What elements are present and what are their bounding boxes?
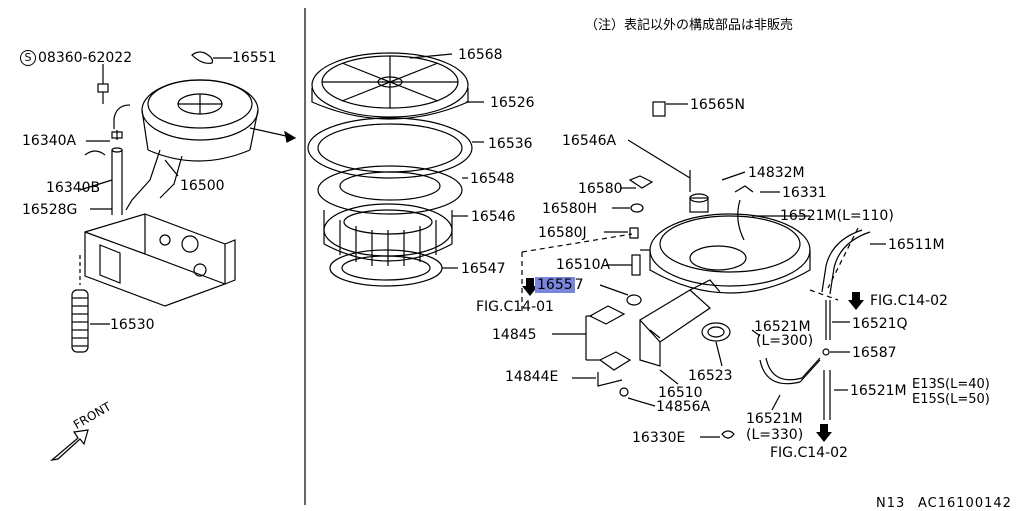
intake-tube — [639, 279, 721, 385]
label-16528G: 16528G — [22, 202, 78, 218]
note-text: （注）表記以外の構成部品は非販売 — [585, 18, 794, 33]
hose-16530 — [71, 255, 110, 353]
hose-16340 — [84, 130, 123, 215]
label-16580J: 16580J — [538, 225, 587, 241]
bolt-drawing — [97, 64, 109, 104]
label-16340B: 16340B — [46, 180, 101, 196]
label-l300: (L=300) — [756, 333, 814, 349]
label-16526: 16526 — [490, 95, 535, 111]
label-bolt-code: 08360-62022 — [38, 50, 133, 66]
label-16568: 16568 — [458, 47, 503, 63]
label-16511M: 16511M — [888, 237, 945, 253]
label-e13s: E13S(L=40) — [912, 377, 990, 392]
engine-block — [84, 213, 236, 307]
label-16521M-300: 16521M — [754, 319, 811, 335]
label-16536: 16536 — [488, 136, 533, 152]
label-16530: 16530 — [110, 317, 155, 333]
label-e15s: E15S(L=50) — [912, 392, 990, 407]
label-16557-tail: 7 — [574, 277, 584, 293]
label-16547: 16547 — [461, 261, 506, 277]
brackets-14845 — [552, 305, 632, 387]
label-16500: 16500 — [180, 178, 225, 194]
label-16510A: 16510A — [556, 257, 611, 273]
clip-16551-drawing — [191, 51, 232, 64]
label-fig-c14-02-bottom: FIG.C14-02 — [770, 445, 848, 461]
label-16548: 16548 — [470, 171, 515, 187]
filter-stack — [307, 52, 473, 287]
label-14832M: 14832M — [748, 165, 805, 181]
label-14845: 14845 — [492, 327, 537, 343]
label-fig-c14-02-top: FIG.C14-02 — [870, 293, 948, 309]
label-l330: (L=330) — [746, 427, 804, 443]
label-16551: 16551 — [232, 50, 277, 66]
label-14844E: 14844E — [505, 369, 559, 385]
air-cleaner-assembly — [113, 79, 259, 211]
label-fig-c14-01: FIG.C14-01 — [476, 299, 554, 315]
label-16546A: 16546A — [562, 133, 617, 149]
label-16330E: 16330E — [632, 430, 686, 446]
label-16510: 16510 — [658, 385, 703, 401]
label-16521M-e: 16521M — [850, 383, 907, 399]
part-16565N — [652, 101, 666, 117]
footer-model: N13 — [876, 496, 906, 511]
label-16521M-110: 16521M(L=110) — [780, 208, 894, 224]
label-16557-highlight: 1655 — [535, 277, 575, 293]
label-16546: 16546 — [471, 209, 516, 225]
footer-code: AC16100142 — [918, 496, 1012, 511]
label-16587: 16587 — [852, 345, 897, 361]
label-14856A: 14856A — [656, 399, 711, 415]
label-16580: 16580 — [578, 181, 623, 197]
front-arrow — [49, 429, 89, 461]
label-16565N: 16565N — [690, 97, 746, 113]
label-16521Q: 16521Q — [852, 316, 908, 332]
s-mark: S — [20, 50, 36, 66]
housing-body — [640, 185, 811, 294]
label-16340A: 16340A — [22, 133, 77, 149]
label-16523: 16523 — [688, 368, 733, 384]
label-16580H: 16580H — [542, 201, 598, 217]
label-16521M-330: 16521M — [746, 411, 803, 427]
label-16331: 16331 — [782, 185, 827, 201]
